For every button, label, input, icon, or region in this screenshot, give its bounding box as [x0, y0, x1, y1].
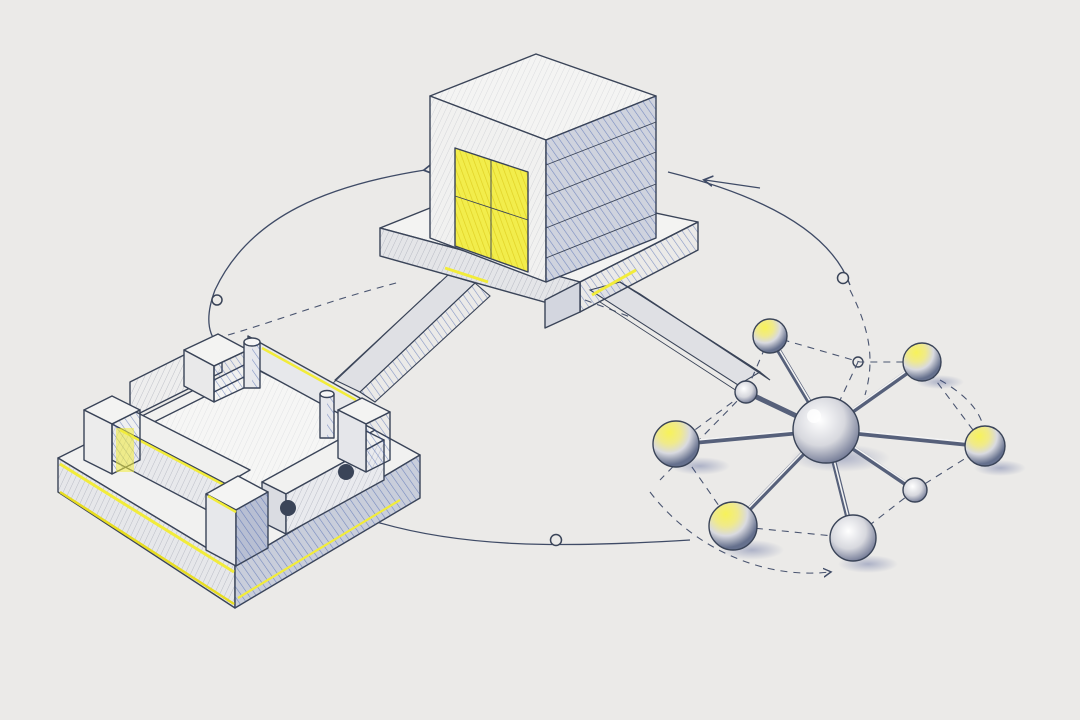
sphere-hub — [792, 396, 860, 464]
sphere-right — [964, 425, 1006, 467]
beam-cube-to-network — [588, 281, 771, 394]
rack-enclosure-node — [57, 333, 421, 609]
waypoint-icon — [211, 294, 223, 306]
network-cluster-node — [652, 318, 1026, 573]
enclosure-icon — [57, 333, 421, 609]
sphere-small-lower — [902, 477, 928, 503]
orbit-waypoints — [211, 271, 864, 547]
sphere-bottom-left — [708, 501, 758, 551]
sphere-small-upper — [734, 380, 758, 404]
waypoint-icon — [549, 533, 563, 547]
sphere-top — [752, 318, 788, 354]
sphere-bottom — [829, 514, 877, 562]
beam-cube-to-enclosure — [329, 274, 491, 403]
waypoint-icon — [836, 271, 850, 285]
cube-icon — [379, 53, 699, 329]
storage-cube-node — [379, 53, 699, 329]
sphere-left — [652, 420, 700, 468]
hub-network-icon — [652, 318, 1026, 573]
sphere-top-right — [902, 342, 942, 382]
